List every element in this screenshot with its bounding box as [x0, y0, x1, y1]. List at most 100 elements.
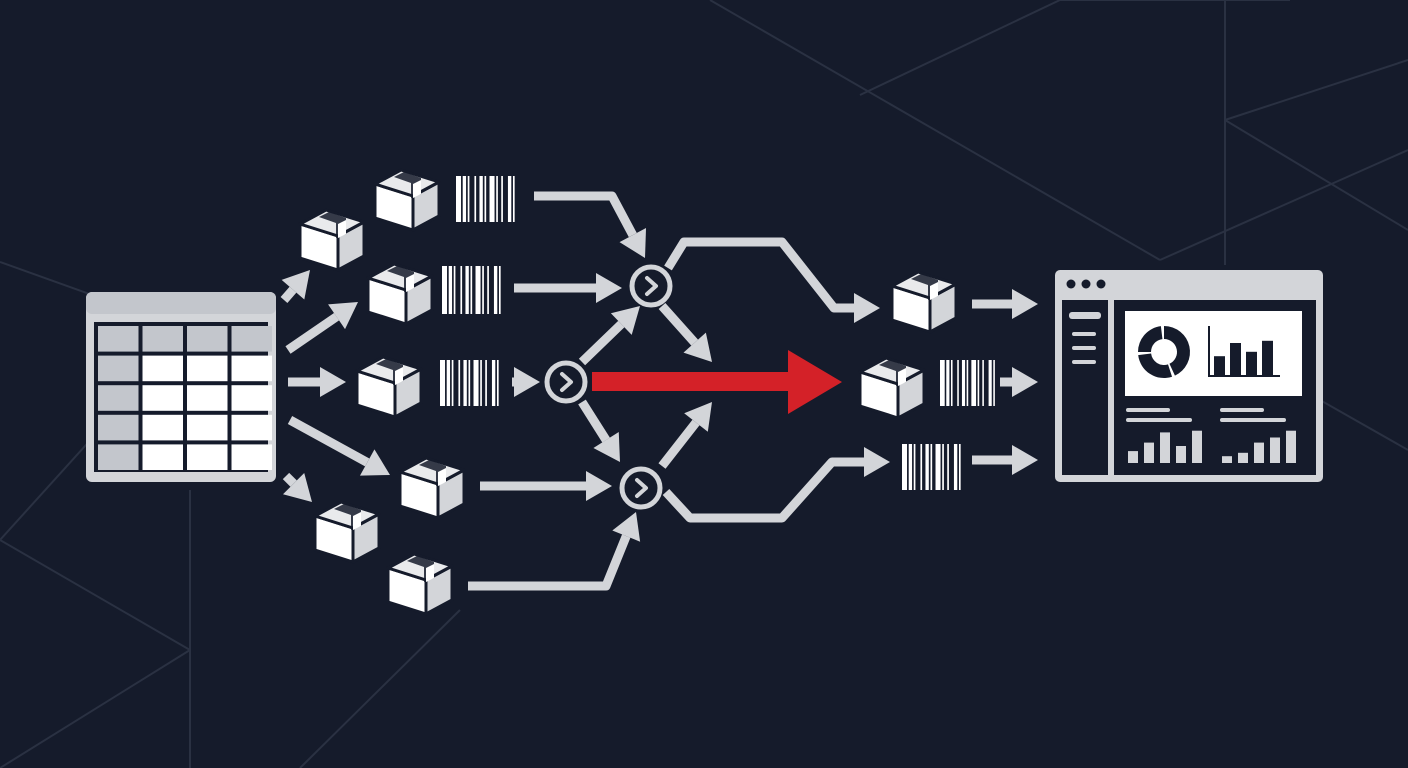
sheet-cell: [142, 355, 183, 382]
sheet-cell: [187, 444, 228, 470]
arrow-to-junction-e-head: [612, 512, 641, 542]
barcode-icon: [440, 360, 499, 406]
chart-bar: [1176, 446, 1186, 463]
arrow-sheet-box-e-shaft: [282, 472, 297, 487]
arrow-to-output-a-shaft: [664, 237, 854, 313]
sheet-cell: [231, 326, 272, 352]
sheet-cell: [187, 355, 228, 382]
sheet-cell: [98, 444, 139, 470]
arrow-sheet-box-a-head: [281, 270, 310, 300]
chart-bar: [1270, 437, 1280, 463]
sheet-cell: [142, 414, 183, 441]
sheet-cell: [187, 385, 228, 411]
arrow-to-junction-c-head: [514, 367, 540, 397]
sheet-cell: [142, 444, 183, 470]
chart-bar: [1128, 451, 1138, 463]
sheet-cell: [187, 326, 228, 352]
chart-bar: [1262, 340, 1273, 376]
arrow-sheet-box-b-shaft: [285, 312, 340, 354]
chart-bar: [1254, 442, 1264, 463]
arrow-to-dashboard-a-head: [1012, 289, 1038, 319]
package-box-icon: [298, 208, 366, 272]
chart-bar: [1246, 351, 1257, 376]
dashboard-chart-panel: [1125, 311, 1302, 396]
chart-bar: [1238, 452, 1248, 463]
sheet-cell: [187, 414, 228, 441]
arrow-sheet-box-b-head: [328, 302, 358, 330]
router-node-icon: [632, 267, 670, 305]
arrow-to-dashboard-b-head: [1012, 367, 1038, 397]
dashboard-sidebar-lines: [1069, 312, 1101, 364]
package-box-icon: [890, 270, 958, 334]
arrow-mid-up-head: [610, 306, 640, 335]
arrow-sheet-box-d-shaft: [287, 416, 370, 467]
router-node-icon: [622, 469, 660, 507]
arrow-mid-down-head: [593, 432, 620, 462]
chart-bar: [1222, 456, 1232, 463]
arrow-to-junction-d-head: [586, 471, 612, 501]
dashboard-window-icon: [1055, 270, 1323, 482]
package-box-icons: [298, 168, 958, 616]
flow-arrows: [280, 191, 1038, 591]
arrow-top-out-shaft: [658, 303, 699, 346]
package-box-icon: [355, 355, 423, 419]
chart-bar: [1144, 442, 1154, 463]
arrow-mid-down-shaft: [578, 399, 610, 443]
chart-bar: [1192, 430, 1202, 463]
sheet-cell: [98, 385, 139, 411]
arrow-to-junction-a-head: [619, 228, 647, 258]
arrow-bottom-out-shaft: [658, 419, 700, 469]
arrow-sheet-box-e-head: [283, 473, 312, 502]
sheet-cell: [98, 355, 139, 382]
highlight-arrow-head: [788, 350, 842, 414]
chart-bar: [1214, 356, 1225, 376]
arrow-sheet-box-a-shaft: [280, 286, 297, 303]
donut-segment: [1164, 326, 1191, 376]
chart-bar: [1286, 430, 1296, 463]
package-box-icon: [366, 262, 434, 326]
barcode-icon: [940, 360, 995, 406]
package-box-icon: [386, 552, 454, 616]
router-node-icon: [547, 363, 585, 401]
dashboard-text-lines: [1126, 408, 1286, 422]
arrow-to-junction-a-shaft: [534, 191, 637, 238]
mini-bar-charts: [1128, 430, 1296, 463]
arrow-to-dashboard-c-head: [1012, 445, 1038, 475]
barcode-icon: [902, 444, 961, 490]
chart-bar: [1160, 432, 1170, 463]
spreadsheet-cells: [98, 326, 272, 470]
sheet-cell: [231, 385, 272, 411]
chart-bar: [1230, 343, 1241, 376]
barcode-icon: [456, 176, 515, 222]
arrow-to-output-c-head: [864, 447, 890, 477]
barcode-icons: [440, 176, 995, 490]
sheet-cell: [142, 385, 183, 411]
arrow-mid-up-shaft: [578, 320, 625, 366]
donut-chart-icon: [1138, 326, 1191, 378]
arrow-sheet-box-c-head: [320, 367, 346, 397]
arrow-to-junction-b-head: [596, 273, 622, 303]
highlight-arrow-shaft: [592, 372, 797, 391]
package-box-icon: [373, 168, 441, 232]
sheet-cell: [98, 326, 139, 352]
arrow-to-output-a-head: [854, 293, 880, 323]
arrow-to-output-c-shaft: [662, 457, 864, 523]
highlighted-route: [592, 350, 842, 414]
window-dot-1: [1066, 279, 1076, 289]
window-dot-3: [1096, 279, 1106, 289]
sheet-cell: [142, 326, 183, 352]
window-dot-2: [1081, 279, 1091, 289]
package-box-icon: [858, 356, 926, 420]
sheet-cell: [231, 414, 272, 441]
sheet-cell: [231, 355, 272, 382]
sheet-cell: [98, 414, 139, 441]
donut-segment: [1138, 353, 1173, 378]
arrow-top-out-head: [683, 332, 712, 362]
arrow-sheet-box-d-head: [359, 449, 390, 476]
barcode-icon: [442, 266, 501, 314]
package-box-icon: [313, 500, 381, 564]
spreadsheet-icon: [86, 292, 276, 482]
donut-segment: [1138, 326, 1163, 352]
